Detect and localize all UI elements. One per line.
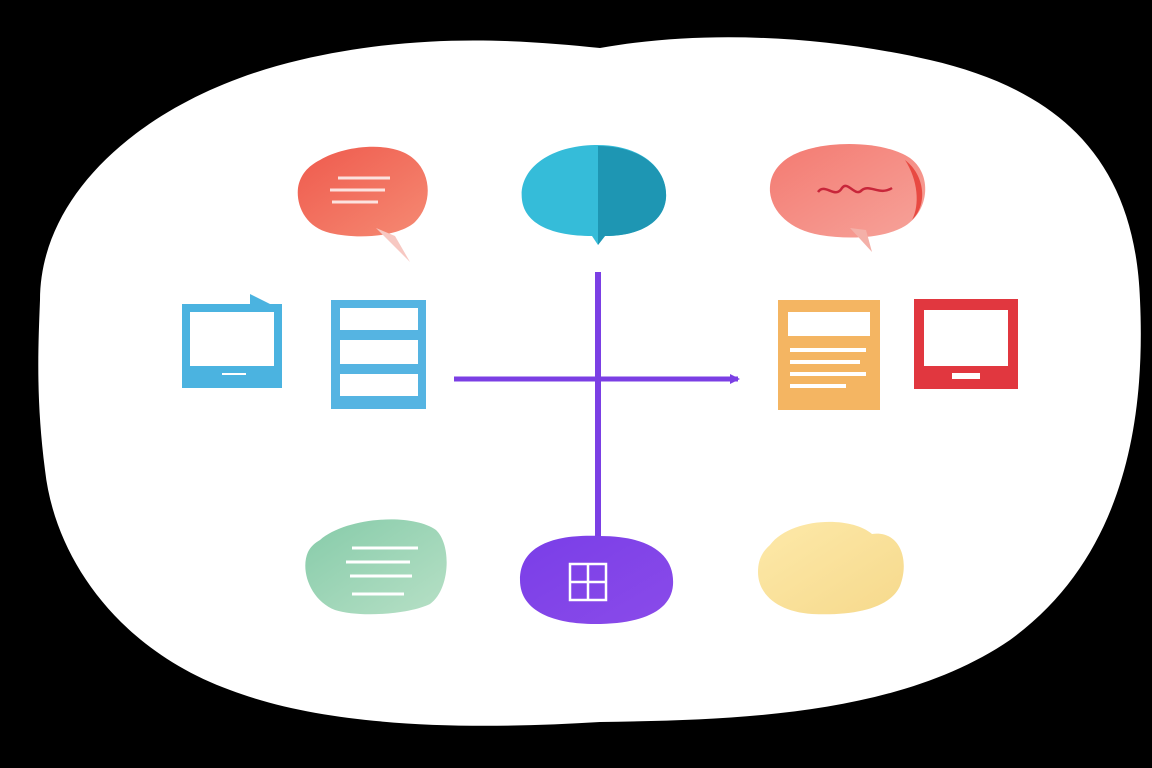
cloud-icon — [758, 521, 904, 615]
document-list-icon — [778, 300, 880, 410]
scribble-bubble-icon — [769, 143, 926, 252]
speech-bubble-icon — [305, 519, 447, 615]
blob-icon — [521, 144, 667, 245]
monitor-icon — [914, 299, 1018, 389]
grid-icon — [520, 535, 674, 624]
laptop-icon — [182, 294, 282, 388]
speech-bubble-icon — [297, 146, 428, 262]
document-list-icon — [331, 300, 426, 409]
